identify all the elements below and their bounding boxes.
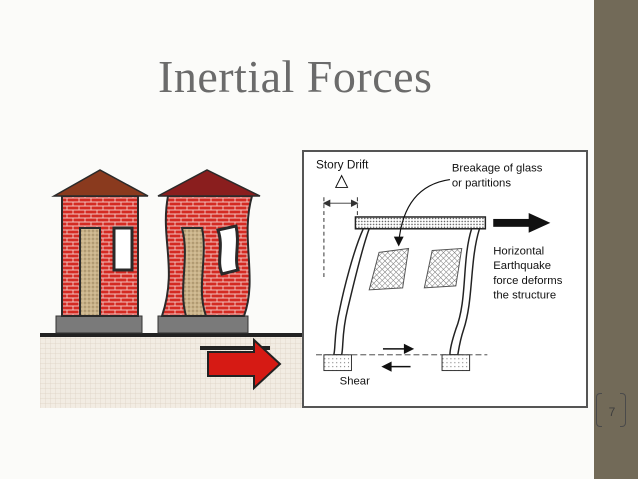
force-arrow xyxy=(493,213,551,233)
house-deformed-foundation xyxy=(157,315,249,334)
force-label-line4: the structure xyxy=(493,290,556,302)
house-deformed-door xyxy=(180,227,208,317)
shear-arrows xyxy=(381,343,415,372)
house-deformed xyxy=(157,169,261,334)
story-drift-label: Story Drift xyxy=(316,158,369,172)
house-upright-roof xyxy=(51,169,149,197)
left-footing xyxy=(323,354,352,372)
left-column xyxy=(332,228,371,356)
house-deformed-window xyxy=(216,224,240,276)
delta-symbol xyxy=(334,174,349,188)
house-upright-foundation xyxy=(55,315,143,334)
ground-line xyxy=(40,333,302,337)
sidebar-accent xyxy=(594,0,638,479)
page-number: 7 xyxy=(608,405,616,419)
glass-panel-left xyxy=(368,247,410,291)
floor-slab xyxy=(354,216,487,230)
right-column xyxy=(449,228,481,356)
page-number-bracket-left xyxy=(596,393,602,427)
breakage-label-line2: or partitions xyxy=(452,177,511,189)
breakage-leader xyxy=(398,178,451,243)
houses-illustration xyxy=(40,169,302,408)
force-label-line3: force deforms xyxy=(493,275,563,287)
page-number-bracket-right xyxy=(620,393,626,427)
force-label-line2: Earthquake xyxy=(493,260,551,272)
force-label-line1: Horizontal xyxy=(493,245,544,257)
house-upright xyxy=(51,169,149,334)
slide-title: Inertial Forces xyxy=(158,51,433,102)
house-deformed-walls xyxy=(160,195,254,317)
frame-drift-diagram: Story Drift Breakage of glass or partiti… xyxy=(302,150,588,408)
shear-label: Shear xyxy=(340,375,370,387)
glass-panel-right xyxy=(423,247,463,289)
house-upright-window xyxy=(112,226,134,272)
ground-motion-arrow xyxy=(200,337,282,391)
breakage-label-line1: Breakage of glass xyxy=(452,163,543,175)
house-deformed-roof xyxy=(157,169,261,197)
right-footing xyxy=(441,354,471,372)
house-upright-door xyxy=(79,227,101,317)
